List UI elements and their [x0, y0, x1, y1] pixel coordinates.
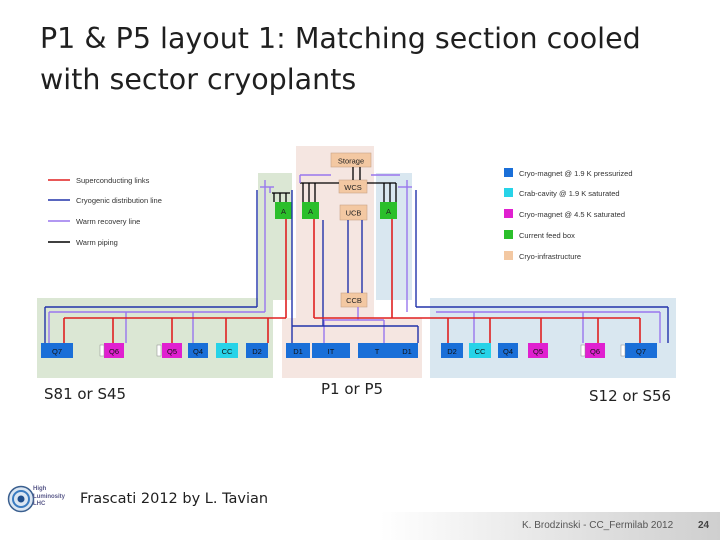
left-d2	[246, 343, 268, 358]
ccb-box	[340, 292, 368, 308]
left-q4-label: Q4	[193, 347, 203, 356]
box-legend: Cryo-magnet @ 1.9 K pressurized Crab-cav…	[504, 168, 633, 261]
legend-swatch-current-feed-box	[504, 230, 513, 239]
right-magnet-string: D2 CC Q4 Q5 Q6 Q7	[441, 343, 657, 358]
left-q5-label: Q5	[167, 347, 177, 356]
storage-label: Storage	[338, 157, 364, 166]
legend-label-warm-recovery: Warm recovery line	[76, 217, 140, 226]
left-q5	[162, 343, 182, 358]
right-plant-label: A	[386, 207, 391, 216]
logo-line-2: Luminosity	[33, 493, 66, 500]
right-feedbox-1	[580, 344, 586, 357]
legend-label-cryogenic-distribution: Cryogenic distribution line	[76, 196, 162, 205]
storage-box	[330, 152, 372, 168]
right-feedbox-2	[620, 344, 626, 357]
left-plant-label: A	[281, 207, 286, 216]
footer-bar	[380, 512, 720, 540]
ucb-label: UCB	[346, 209, 362, 218]
center-it-label: IT	[328, 347, 335, 356]
left-q7-label: Q7	[52, 347, 62, 356]
right-q5-label: Q5	[533, 347, 543, 356]
logo-line-1: High	[33, 486, 47, 492]
title-line-2: with sector cryoplants	[40, 63, 357, 96]
warm-piping	[272, 167, 397, 202]
center-it	[312, 343, 350, 358]
left-cc	[216, 343, 238, 358]
center-magnet-string: D1 IT T D1	[286, 343, 418, 358]
logo-text: High Luminosity LHC	[33, 486, 65, 509]
right-q7-label: Q7	[636, 347, 646, 356]
legend-label-1-9k-pressurized: Cryo-magnet @ 1.9 K pressurized	[519, 169, 633, 178]
credit-text: Frascati 2012 by L. Tavian	[80, 491, 269, 507]
cryogenic-distribution-lines	[44, 190, 669, 343]
left-cc-label: CC	[222, 347, 233, 356]
title-line-1: P1 & P5 layout 1: Matching section coole…	[40, 22, 641, 55]
right-q7	[625, 343, 657, 358]
left-feedbox-2	[156, 344, 162, 357]
left-sector-label: S81 or S45	[44, 385, 127, 403]
left-q6-label: Q6	[109, 347, 119, 356]
logo-line-3: LHC	[33, 501, 46, 507]
center-plant-box	[302, 202, 319, 219]
legend-label-current-feed-box: Current feed box	[519, 231, 575, 240]
center-d1-right	[396, 343, 418, 358]
legend-swatch-4-5k-saturated	[504, 209, 513, 218]
hl-lhc-logo	[7, 485, 35, 513]
left-plant-box	[275, 202, 292, 219]
left-feedbox-1	[99, 344, 105, 357]
legend-label-cryo-infrastructure: Cryo-infrastructure	[519, 252, 581, 261]
left-plant-zone	[258, 173, 292, 300]
right-q6-label: Q6	[590, 347, 600, 356]
right-plant-zone	[376, 173, 412, 300]
right-sector-label: S12 or S56	[589, 387, 672, 405]
wcs-label: WCS	[344, 183, 362, 192]
right-d2	[441, 343, 463, 358]
legend-swatch-crab-cavity	[504, 188, 513, 197]
left-d2-label: D2	[252, 347, 262, 356]
superconducting-links	[63, 219, 641, 343]
right-cc	[469, 343, 491, 358]
footer-text: K. Brodzinski - CC_Fermilab 2012	[522, 520, 674, 531]
right-q6	[585, 343, 605, 358]
legend-swatch-1-9k-pressurized	[504, 168, 513, 177]
right-plant-box	[380, 202, 397, 219]
legend-label-crab-cavity: Crab-cavity @ 1.9 K saturated	[519, 189, 620, 198]
legend-label-4-5k-saturated: Cryo-magnet @ 4.5 K saturated	[519, 210, 625, 219]
left-q6	[104, 343, 124, 358]
center-plant-label: A	[308, 207, 313, 216]
ucb-box	[339, 204, 368, 221]
right-q4	[498, 343, 518, 358]
legend-swatch-cryo-infrastructure	[504, 251, 513, 260]
page-number: 24	[698, 520, 710, 531]
right-q4-label: Q4	[503, 347, 513, 356]
left-sector-zone	[37, 298, 273, 378]
center-t	[358, 343, 396, 358]
center-d1-left-label: D1	[293, 347, 303, 356]
line-legend: Superconducting links Cryogenic distribu…	[48, 176, 162, 247]
right-sector-zone	[430, 298, 676, 378]
center-t-label: T	[375, 347, 380, 356]
right-cc-label: CC	[475, 347, 486, 356]
warm-recovery-lines	[48, 174, 661, 343]
ccb-label: CCB	[346, 296, 362, 305]
slide-title: P1 & P5 layout 1: Matching section coole…	[40, 18, 700, 100]
left-q4	[188, 343, 208, 358]
right-q5	[528, 343, 548, 358]
left-q7	[41, 343, 73, 358]
center-point-label: P1 or P5	[321, 380, 384, 398]
right-d2-label: D2	[447, 347, 457, 356]
center-d1-left	[286, 343, 310, 358]
left-magnet-string: Q7 Q6 Q5 Q4 CC D2	[41, 343, 268, 358]
legend-label-superconducting: Superconducting links	[76, 176, 150, 185]
center-d1-right-label: D1	[402, 347, 412, 356]
legend-label-warm-piping: Warm piping	[76, 238, 118, 247]
